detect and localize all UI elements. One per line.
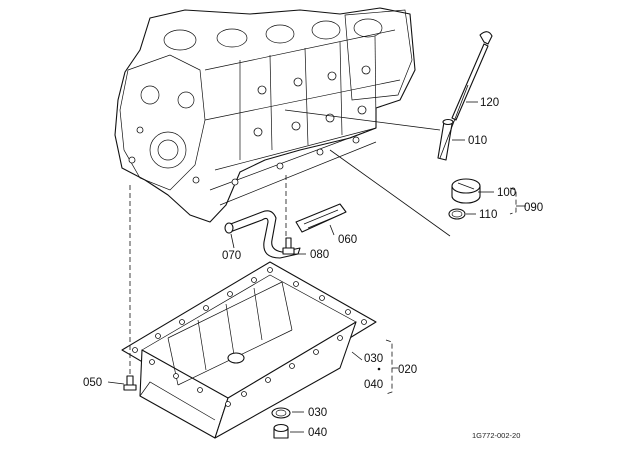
figure-reference: 1G772-002-20 [472,431,520,440]
pan-bolt [123,375,137,391]
dipstick [451,31,493,121]
callout-090: 090 [524,202,543,214]
engine-block [114,7,416,223]
callout-020: 020 [398,364,417,376]
callout-120: 120 [480,97,499,109]
callout-110: 110 [479,209,497,221]
o-ring [448,208,466,220]
leader-lines [107,101,526,433]
callout-030-upper: 030 [364,353,383,365]
drain-plug [273,423,289,439]
callout-010: 010 [468,135,487,147]
callout-050: 050 [83,377,102,389]
callout-060: 060 [338,234,357,246]
callout-040-lower: 040 [308,427,327,439]
oil-pan [121,261,377,439]
callout-070: 070 [222,250,241,262]
callout-080: 080 [310,249,329,261]
dipstick-guide [437,118,454,161]
oil-filler-cap [451,178,481,204]
drain-gasket [271,407,291,419]
callout-100: 100 [497,187,516,199]
oil-strainer [295,203,347,233]
callout-040-upper: 040 [364,379,383,391]
strainer-bolt [282,237,295,255]
callout-030-lower: 030 [308,407,327,419]
